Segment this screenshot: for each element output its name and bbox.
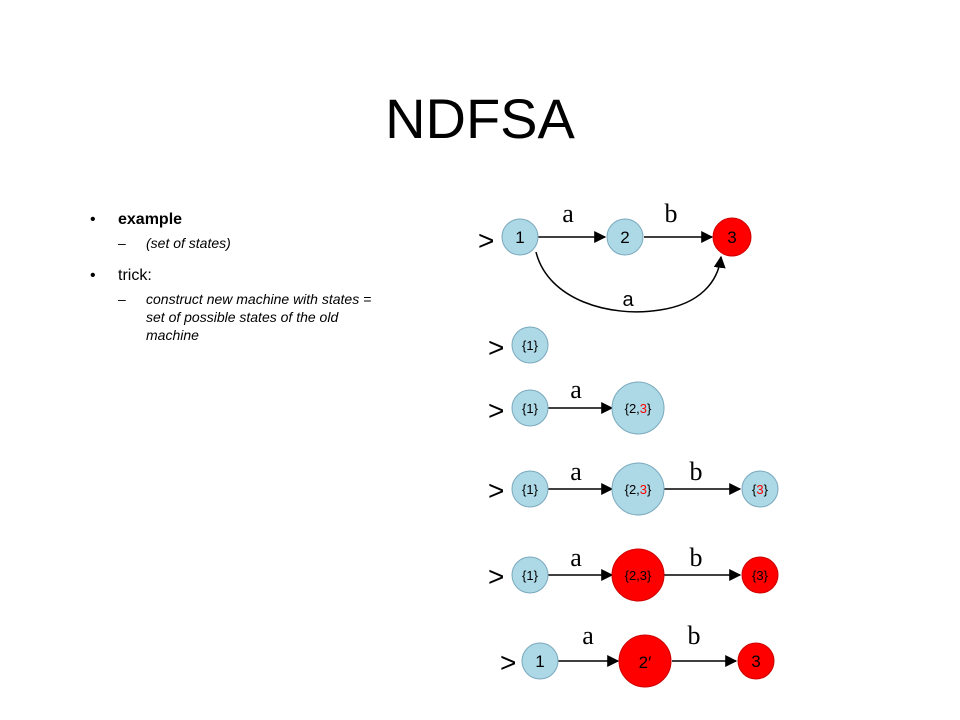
bullet-text: example bbox=[118, 211, 183, 228]
state-label-highlight: 3 bbox=[640, 401, 647, 416]
edge-label: b bbox=[688, 621, 701, 650]
start-marker: > bbox=[488, 561, 504, 592]
state-label: {1} bbox=[522, 401, 539, 416]
state-label: {3} bbox=[752, 568, 769, 583]
bullet-item: •trick: bbox=[90, 267, 152, 284]
state-label: {2,3} bbox=[625, 568, 652, 583]
edge-label: a bbox=[570, 543, 582, 572]
state-label-part: } bbox=[647, 482, 652, 497]
state-node bbox=[511, 326, 549, 364]
accepting-state-node bbox=[618, 634, 672, 688]
sub-bullet-item: –(set of states) bbox=[118, 235, 231, 251]
sub-bullet-text: construct new machine with states = set … bbox=[146, 291, 372, 343]
state-label: {1} bbox=[522, 568, 539, 583]
edge-label: a bbox=[622, 289, 634, 311]
construction-step-4: > {1} {2,3} {3} a b bbox=[488, 543, 779, 602]
state-node bbox=[611, 381, 665, 435]
edge-label: b bbox=[690, 543, 703, 572]
accepting-state-node bbox=[737, 642, 775, 680]
state-label-highlight: 3 bbox=[640, 482, 647, 497]
state-node bbox=[511, 556, 549, 594]
state-node bbox=[741, 470, 779, 508]
state-label: {2,3} bbox=[625, 482, 652, 497]
edge-label: a bbox=[570, 375, 582, 404]
edge-label: b bbox=[665, 199, 678, 228]
edge-label: a bbox=[570, 457, 582, 486]
page-title: NDFSA bbox=[385, 87, 575, 150]
start-marker: > bbox=[488, 332, 504, 363]
start-marker: > bbox=[478, 225, 494, 256]
start-marker: > bbox=[500, 647, 516, 678]
resulting-dfa: > 1 2′ 3 a b bbox=[500, 621, 775, 688]
state-label: 2 bbox=[620, 228, 629, 247]
edge-label: a bbox=[582, 621, 594, 650]
state-label: {3} bbox=[752, 482, 769, 497]
state-node bbox=[521, 642, 559, 680]
accepting-state-node bbox=[712, 217, 752, 257]
state-label: {2,3} bbox=[625, 401, 652, 416]
state-node bbox=[511, 470, 549, 508]
accepting-state-node bbox=[611, 548, 665, 602]
state-label-highlight: 3 bbox=[756, 482, 763, 497]
state-label: 2′ bbox=[639, 653, 652, 672]
state-node bbox=[501, 218, 539, 256]
start-marker: > bbox=[488, 475, 504, 506]
edge-1-3 bbox=[535, 251, 726, 313]
bullet-item: •example bbox=[90, 211, 183, 228]
state-label-part: } bbox=[764, 482, 769, 497]
state-label: 3 bbox=[727, 228, 736, 247]
state-label: 1 bbox=[535, 652, 544, 671]
edge-label: b bbox=[690, 457, 703, 486]
state-label-part: } bbox=[647, 401, 652, 416]
state-label-part: {2, bbox=[625, 401, 640, 416]
sub-bullet-text: (set of states) bbox=[146, 235, 231, 251]
state-node bbox=[511, 389, 549, 427]
state-label: {1} bbox=[522, 338, 539, 353]
state-label-part: { bbox=[752, 482, 757, 497]
construction-step-3: > {1} {2,3} {3} a b bbox=[488, 457, 779, 516]
state-label: 3 bbox=[751, 652, 760, 671]
accepting-state-node bbox=[741, 556, 779, 594]
construction-step-1: > {1} bbox=[488, 326, 549, 364]
edge-label: a bbox=[562, 199, 574, 228]
construction-step-2: > {1} {2,3} a bbox=[488, 375, 665, 435]
state-label-part: {2, bbox=[625, 482, 640, 497]
start-marker: > bbox=[488, 395, 504, 426]
bullet-list: •example –(set of states) •trick: –const… bbox=[90, 210, 380, 358]
bullet-text: trick: bbox=[118, 267, 152, 284]
state-node bbox=[611, 462, 665, 516]
original-automaton: > 1 2 3 a b a bbox=[478, 199, 752, 313]
sub-bullet-item: –construct new machine with states = set… bbox=[118, 291, 372, 343]
state-node bbox=[606, 218, 644, 256]
state-label: 1 bbox=[515, 228, 524, 247]
state-label: {1} bbox=[522, 482, 539, 497]
